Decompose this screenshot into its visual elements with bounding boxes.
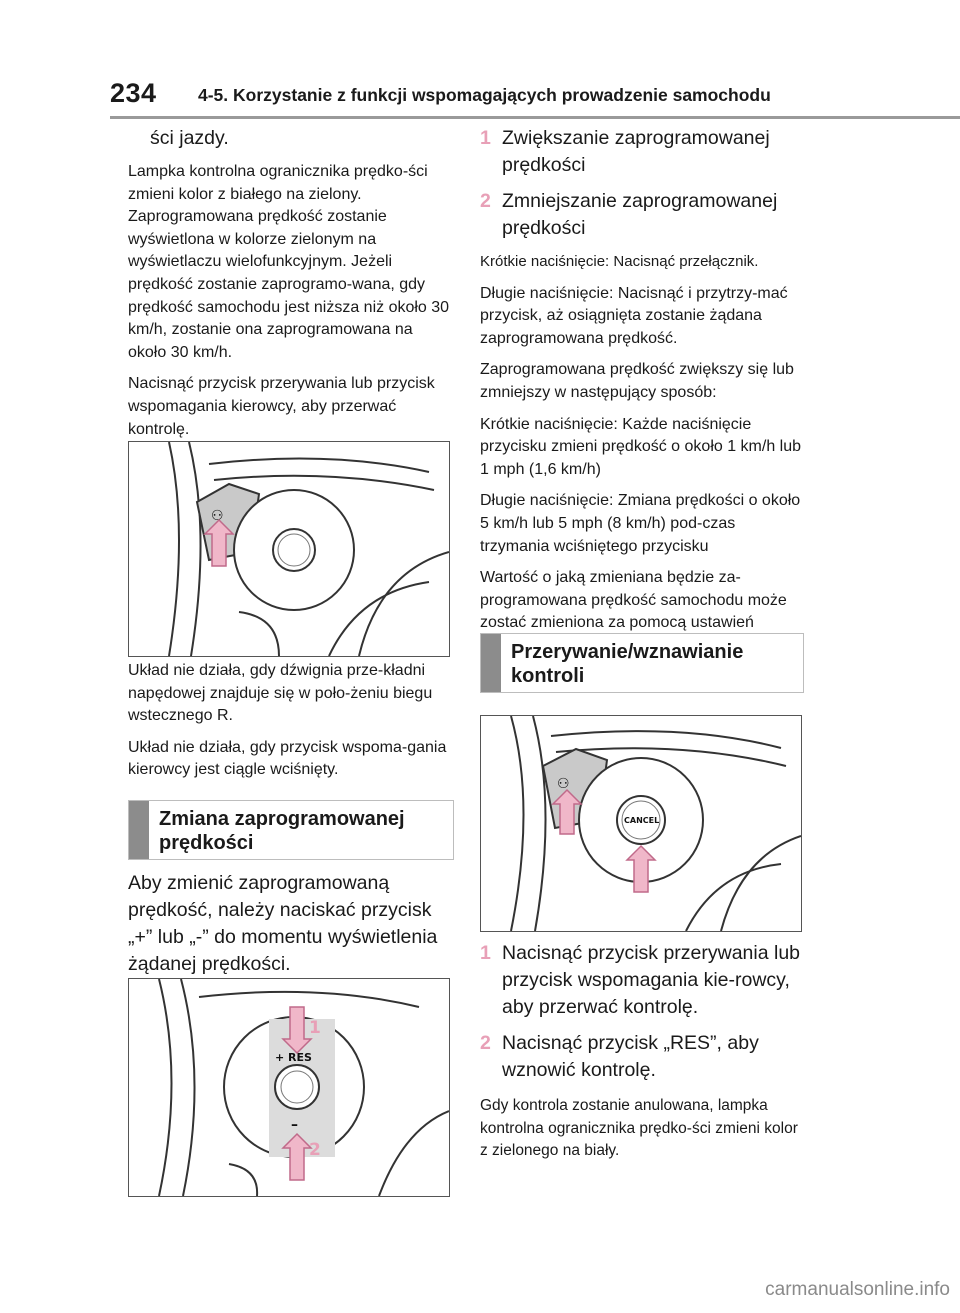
minus-label: – [291, 1117, 298, 1133]
callout-2: 2 [309, 1140, 321, 1160]
step-pause: 1 Nacisnąć przycisk przerywania lub przy… [480, 940, 805, 1021]
step-number: 2 [480, 1032, 491, 1054]
right-text-bottom: 1 Nacisnąć przycisk przerywania lub przy… [480, 940, 805, 1163]
section-title: 4-5. Korzystanie z funkcji wspomagającyc… [198, 85, 771, 105]
svg-text:⚇: ⚇ [557, 776, 570, 792]
right-paragraph-1: Krótkie naciśnięcie: Nacisnąć przełączni… [480, 253, 759, 270]
step-text: Zwiększanie zaprogramowanej prędkości [502, 127, 770, 176]
left-paragraph-3: Układ nie działa, gdy dźwignia prze-kład… [128, 662, 433, 725]
right-paragraph-3: Zaprogramowana prędkość zwiększy się lub… [480, 361, 794, 401]
right-text-top: 1 Zwiększanie zaprogramowanej prędkości … [480, 125, 805, 658]
step-number: 2 [480, 190, 491, 212]
step-text: Nacisnąć przycisk „RES”, aby wznowić kon… [502, 1032, 759, 1081]
right-paragraph-7: Gdy kontrola zostanie anulowana, lampka … [480, 1097, 798, 1160]
cancel-label: CANCEL [624, 816, 659, 825]
continuation-text: ści jazdy. [150, 127, 229, 149]
heading-bar [129, 801, 149, 859]
heading-text: Zmiana zaprogramowanej prędkości [159, 808, 405, 854]
left-text-mid: Układ nie działa, gdy dźwignia prze-kład… [128, 660, 453, 782]
header-divider [110, 116, 960, 119]
left-paragraph-2: Nacisnąć przycisk przerywania lub przyci… [128, 375, 435, 438]
step-text: Nacisnąć przycisk przerywania lub przyci… [502, 942, 801, 1018]
step-decrease: 2 Zmniejszanie zaprogramowanej prędkości [480, 188, 805, 242]
svg-text:⚇: ⚇ [211, 508, 224, 524]
right-paragraph-2: Długie naciśnięcie: Nacisnąć i przytrzy-… [480, 284, 788, 347]
section-heading-change-speed: Zmiana zaprogramowanej prędkości [128, 800, 454, 860]
left-text-top: ści jazdy. Lampka kontrolna ogranicznika… [128, 125, 453, 441]
left-paragraph-1: Lampka kontrolna ogranicznika prędko-ści… [128, 163, 450, 361]
page-number: 234 [110, 78, 157, 108]
callout-1: 1 [309, 1018, 321, 1038]
plus-res-label: + RES [275, 1051, 312, 1064]
section-heading-pause-resume: Przerywanie/wznawianie kontroli [480, 633, 804, 693]
right-paragraph-4: Krótkie naciśnięcie: Każde naciśnięcie p… [480, 415, 802, 478]
step-resume: 2 Nacisnąć przycisk „RES”, aby wznowić k… [480, 1030, 805, 1084]
figure-driver-assist-button: ⚇ [128, 441, 450, 657]
step-number: 1 [480, 942, 491, 964]
step-number: 1 [480, 127, 491, 149]
step-increase: 1 Zwiększanie zaprogramowanej prędkości [480, 125, 805, 179]
left-paragraph-4: Układ nie działa, gdy przycisk wspoma-ga… [128, 738, 447, 779]
figure-cancel-button: CANCEL ⚇ [480, 715, 802, 932]
right-paragraph-5: Długie naciśnięcie: Zmiana prędkości o o… [480, 492, 801, 555]
step-text: Zmniejszanie zaprogramowanej prędkości [502, 190, 778, 239]
change-speed-intro: Aby zmienić zaprogramowaną prędkość, nal… [128, 872, 438, 975]
heading-text: Przerywanie/wznawianie kontroli [511, 641, 744, 687]
right-paragraph-6: Wartość o jaką zmieniana będzie za-progr… [480, 569, 787, 654]
heading-bar [481, 634, 501, 692]
figure-res-switch: + RES – 1 2 [128, 978, 450, 1197]
watermark: carmanualsonline.info [765, 1279, 950, 1300]
